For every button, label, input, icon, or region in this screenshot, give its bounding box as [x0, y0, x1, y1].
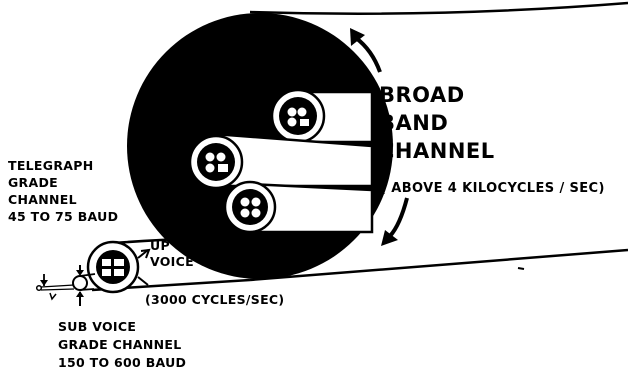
wire-pair — [205, 152, 215, 162]
cable-body — [249, 182, 374, 234]
arrow-down-icon — [76, 270, 84, 276]
voice-label-line2: VOICE GRADE CHAN — [150, 254, 294, 269]
arrow-down-icon — [40, 280, 48, 286]
wire-pair — [287, 107, 297, 117]
wire-pair — [240, 197, 250, 207]
telegraph-grade-channel — [35, 274, 75, 301]
broadband-label-line1: BROAD — [379, 83, 465, 107]
wire-pair — [218, 164, 228, 172]
arrow-down-left-icon — [381, 230, 398, 246]
broadband-arrow-down-shaft — [388, 197, 409, 238]
wire-pair — [251, 208, 261, 218]
ink-speck — [517, 267, 525, 270]
wire-pair — [240, 208, 250, 218]
wire-pair — [205, 163, 215, 173]
broadband-bottom-edge — [249, 248, 628, 282]
wire-pair — [300, 119, 309, 126]
voice-grade-channel-tube — [86, 234, 273, 294]
arrow-up-icon — [76, 291, 84, 297]
telegraph-label-line1: TELEGRAPH — [8, 158, 93, 173]
subvoice-label-line3: 150 TO 600 BAUD — [58, 355, 186, 370]
cable-core — [279, 97, 317, 135]
subvoice-label-line2: GRADE CHANNEL — [58, 337, 181, 352]
telegraph-label-line2: GRADE — [8, 175, 58, 190]
wire-pair — [287, 117, 297, 127]
telegraph-label-line3: CHANNEL — [8, 192, 77, 207]
arrow-up-left-icon — [350, 28, 365, 46]
voice-tube-top — [112, 234, 273, 245]
cable-core — [232, 189, 268, 225]
voice-label-line1: UP TO 2400 BAUD — [150, 238, 280, 253]
cable-core — [197, 143, 235, 181]
sub-voice-grade-channel — [72, 265, 96, 306]
broadband-pointer-arrows — [350, 28, 409, 246]
broadband-label-line3: CHANNEL — [379, 139, 495, 163]
broadband-top-edge — [249, 1, 628, 15]
wire-pair — [114, 269, 124, 276]
wire-pair — [114, 259, 124, 266]
voice-grade-cable-middle — [188, 132, 374, 190]
broadband-label-line2: BAND — [379, 111, 448, 135]
voice-grade-cable-lower — [223, 180, 374, 234]
broadband-frequency-note: ( ABOVE 4 KILOCYCLES / SEC) — [380, 181, 605, 196]
voice-tube-core — [96, 250, 130, 284]
wire-pair — [297, 107, 307, 117]
arrowhead-icon — [140, 248, 151, 259]
subvoice-label-line1: SUB VOICE — [58, 319, 136, 334]
voice-grade-cable-upper — [270, 88, 374, 144]
wire-pair — [102, 259, 111, 266]
wire-pair — [216, 152, 226, 162]
broadband-arrow-up-shaft — [354, 36, 382, 73]
wire-pair — [251, 197, 261, 207]
wire-pair — [102, 269, 111, 276]
sub-voice-tube-end — [72, 275, 88, 291]
voice-frequency-note: (3000 CYCLES/SEC) — [145, 292, 284, 307]
telegraph-wire-end — [35, 284, 43, 292]
telegraph-label-line4: 45 TO 75 BAUD — [8, 209, 118, 224]
